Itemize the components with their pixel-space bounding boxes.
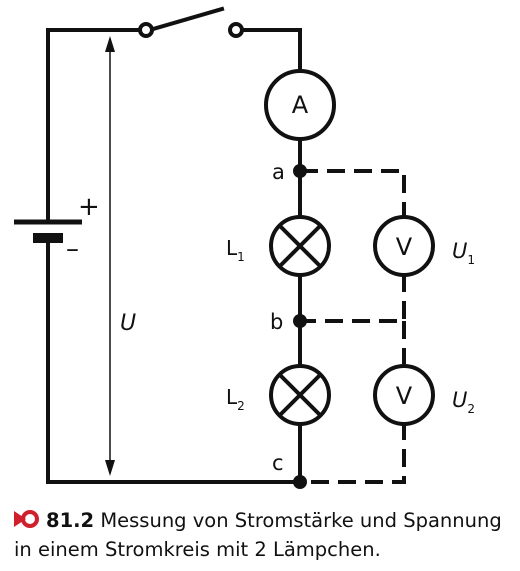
voltage-2-label: U2: [452, 388, 475, 416]
figure-caption-text: Messung von Stromstärke und Span­nung in…: [14, 509, 502, 561]
voltmeter-1-label: V: [396, 233, 413, 261]
junction-nodes: [293, 164, 307, 489]
circuit-diagram: + – U A L1 L2 V U1: [14, 6, 475, 489]
lamp-2: [269, 364, 331, 426]
figure-caption: 81.2 Messung von Stromstärke und Span­nu…: [14, 508, 514, 563]
voltage-1-label: U1: [452, 239, 475, 267]
battery-symbol: [14, 219, 82, 243]
voltmeter-1: [373, 215, 435, 277]
voltmeter-2: [373, 364, 435, 426]
total-voltage-arrow: [105, 36, 115, 476]
figure-number: 81.2: [46, 509, 95, 532]
node-c-label: c: [272, 451, 284, 475]
battery-plus-sign: +: [78, 192, 100, 222]
voltmeter-leads: [300, 169, 406, 484]
lamp-1-label: L1: [226, 236, 245, 264]
lamp-1: [269, 215, 331, 277]
ammeter-label: A: [292, 91, 309, 119]
node-a-label: a: [272, 160, 285, 184]
circuit-wires: [46, 28, 302, 484]
lamp-2-label: L2: [226, 385, 245, 413]
battery-minus-sign: –: [66, 234, 79, 264]
figure-marker-icon: [14, 508, 40, 537]
ammeter: [264, 69, 336, 141]
node-b-label: b: [270, 310, 283, 334]
voltmeter-2-label: V: [396, 382, 413, 410]
switch: [138, 6, 244, 38]
total-voltage-label: U: [120, 311, 136, 336]
